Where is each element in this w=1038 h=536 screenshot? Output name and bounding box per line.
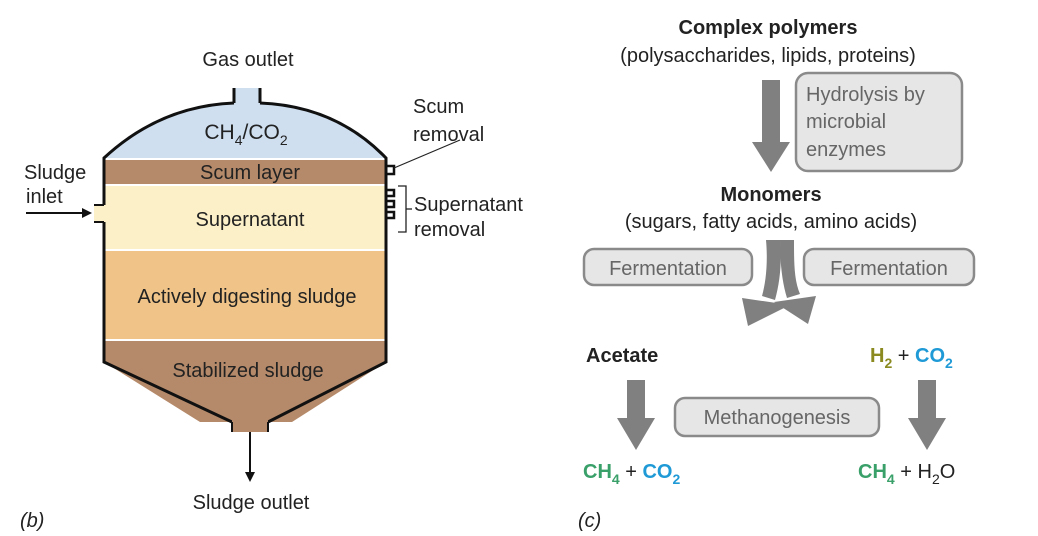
acetate-label: Acetate [586, 345, 658, 367]
sludge-outlet-arrow [245, 432, 255, 482]
methanogenesis-left-arrow [617, 380, 655, 450]
gas-outlet-label: Gas outlet [202, 49, 294, 71]
gas-composition-label: CH4/CO2 [204, 121, 287, 148]
sludge-outlet-pipe [232, 420, 268, 432]
monomers-sub: (sugars, fatty acids, amino acids) [625, 211, 917, 233]
gas-outlet-pipe [234, 88, 260, 104]
supernatant-removal-label-2: removal [414, 219, 485, 241]
panel-c-label: (c) [578, 510, 601, 532]
fermentation-right-box: Fermentation [802, 247, 976, 287]
active-sludge-label: Actively digesting sludge [137, 286, 356, 308]
sludge-inlet-pipe [94, 205, 106, 222]
sludge-inlet-label-2: inlet [26, 186, 63, 208]
hydrolysis-line-2: microbial [806, 111, 886, 133]
methanogenesis-right-arrow [908, 380, 946, 450]
complex-polymers-title: Complex polymers [679, 17, 858, 39]
supernatant-removal-ports [386, 188, 396, 220]
scum-removal-port [386, 164, 396, 176]
methanogenesis-box: Methanogenesis [673, 396, 881, 438]
monomers-title: Monomers [720, 184, 821, 206]
active-sludge-layer [104, 250, 386, 340]
product-right-label: CH4 + H2O [858, 461, 955, 487]
sludge-outlet-label: Sludge outlet [193, 492, 310, 514]
fermentation-right-label: Fermentation [830, 258, 948, 280]
sludge-inlet-label-1: Sludge [24, 162, 86, 184]
h2-co2-label: H2 + CO2 [870, 345, 953, 371]
stabilized-sludge-layer [104, 340, 386, 422]
complex-polymers-sub: (polysaccharides, lipids, proteins) [620, 45, 916, 67]
hydrolysis-box: Hydrolysis by microbial enzymes [794, 71, 964, 173]
panel-b-label: (b) [20, 510, 44, 532]
scum-removal-label-2: removal [413, 124, 484, 146]
sludge-inlet-arrow [26, 208, 92, 218]
fermentation-left-label: Fermentation [609, 258, 727, 280]
hydrolysis-line-3: enzymes [806, 139, 886, 161]
scum-layer [104, 159, 386, 185]
supernatant-layer [104, 185, 386, 250]
scum-layer-label: Scum layer [200, 162, 300, 184]
supernatant-label: Supernatant [196, 209, 305, 231]
methanogenesis-label: Methanogenesis [704, 407, 851, 429]
fermentation-left-box: Fermentation [582, 247, 754, 287]
stabilized-sludge-label: Stabilized sludge [172, 360, 323, 382]
scum-removal-label-1: Scum [413, 96, 464, 118]
product-left-label: CH4 + CO2 [583, 461, 680, 487]
fermentation-split-arrows [742, 240, 816, 326]
hydrolysis-line-1: Hydrolysis by [806, 84, 925, 106]
supernatant-removal-label-1: Supernatant [414, 194, 523, 216]
hydrolysis-arrow [752, 80, 790, 172]
